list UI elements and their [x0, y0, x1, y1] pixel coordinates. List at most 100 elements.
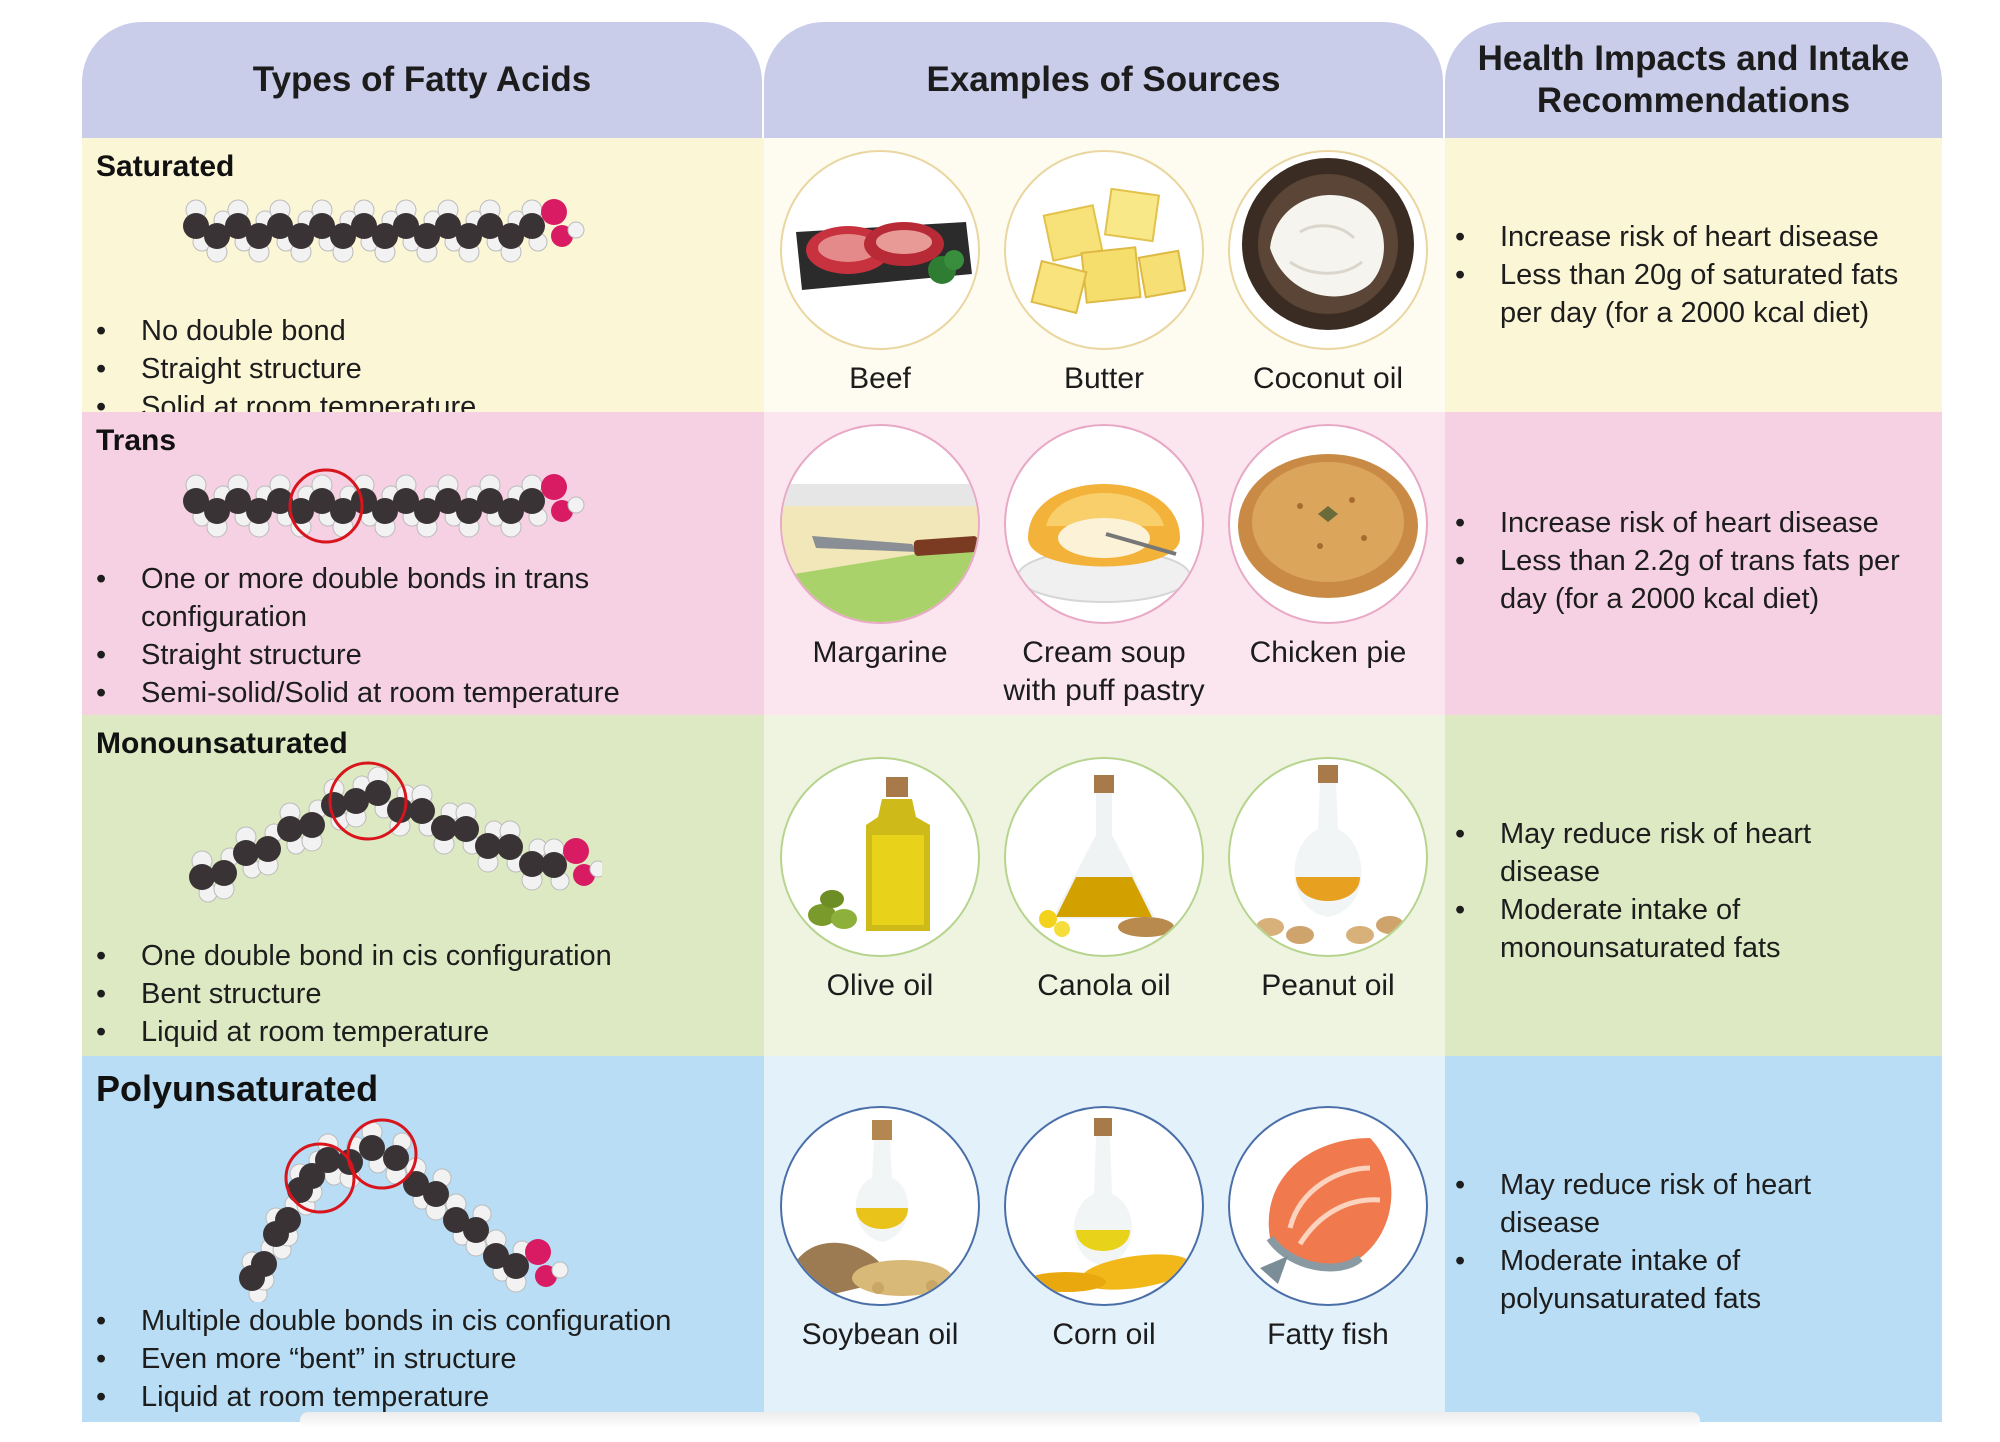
chicken-pie-icon	[1238, 454, 1418, 598]
row-title: Trans	[96, 424, 177, 457]
carbon-atom	[267, 213, 293, 239]
carbon-atom	[251, 1251, 277, 1277]
soybean-oil-icon	[792, 1120, 952, 1304]
carbon-atom	[498, 223, 524, 249]
list-item: Bent structure	[96, 975, 756, 1013]
list-item: Liquid at room temperature	[96, 1378, 756, 1416]
row-mono-health: May reduce risk of heart disease Moderat…	[1445, 715, 1942, 1056]
source-label: Fatty fish	[1267, 1318, 1389, 1351]
source-image	[780, 424, 980, 624]
double-bond-highlight	[346, 1118, 418, 1190]
source-image	[1228, 150, 1428, 350]
row-poly-sources: Soybean oil Corn oil	[764, 1056, 1445, 1422]
polyunsaturated-molecule	[239, 1118, 569, 1302]
row-poly-type: Polyunsaturated Multiple double bonds in…	[82, 1056, 764, 1422]
row-mono-sources: Olive oil Canola oil	[764, 715, 1445, 1056]
carbon-atom	[453, 816, 479, 842]
carbon-atom	[183, 213, 209, 239]
row-saturated-sources: Beef Butter	[764, 138, 1445, 412]
carbon-atom	[225, 213, 251, 239]
carbon-atom	[309, 213, 335, 239]
polyunsaturated-health-list: May reduce risk of heart disease Moderat…	[1455, 1166, 1835, 1318]
carbon-atom	[403, 1171, 429, 1197]
carbon-atom	[330, 223, 356, 249]
carbon-atom	[359, 1135, 385, 1161]
carbon-atom	[414, 223, 440, 249]
hydrogen-atom	[589, 860, 602, 878]
carbon-atom	[503, 1253, 529, 1279]
carbon-atom	[225, 488, 251, 514]
list-item: Moderate intake of polyunsaturated fats	[1455, 1242, 1835, 1318]
source-item: Fatty fish	[1221, 1106, 1435, 1354]
carbon-atom	[456, 223, 482, 249]
carbon-atom	[409, 798, 435, 824]
carbon-atom	[475, 833, 501, 859]
source-label: Canola oil	[1037, 969, 1171, 1002]
carbon-atom	[443, 1207, 469, 1233]
carbon-atom	[204, 498, 230, 524]
source-label: Chicken pie	[1249, 636, 1407, 669]
source-label: Margarine	[812, 636, 948, 669]
source-item: Coconut oil	[1221, 150, 1435, 398]
source-item: Chicken pie	[1221, 424, 1435, 672]
source-label: Peanut oil	[1261, 969, 1395, 1002]
list-item: Increase risk of heart disease	[1455, 218, 1925, 256]
carbon-atom	[497, 834, 523, 860]
carbon-atom	[189, 864, 215, 890]
carbon-atom	[299, 1163, 325, 1189]
source-image	[780, 1106, 980, 1306]
carbon-atom	[309, 488, 335, 514]
table-shadow	[300, 1412, 1700, 1428]
source-image	[1228, 757, 1428, 957]
source-item: Cream soup with puff pastry	[997, 424, 1211, 710]
monounsaturated-health-list: May reduce risk of heart disease Moderat…	[1455, 815, 1835, 967]
olive-oil-icon	[808, 777, 930, 931]
list-item: Even more “bent” in structure	[96, 1340, 756, 1378]
list-item: Solid at room temperature	[96, 388, 736, 412]
header-health-label: Health Impacts and Intake Recommendation…	[1477, 39, 1910, 120]
source-image	[1004, 757, 1204, 957]
list-item: No double bond	[96, 312, 736, 350]
peanut-oil-icon	[1256, 765, 1404, 944]
trans-health-list: Increase risk of heart disease Less than…	[1455, 504, 1925, 618]
carbon-atom	[477, 488, 503, 514]
source-item: Peanut oil	[1221, 757, 1435, 1005]
list-item: Straight structure	[96, 636, 756, 674]
source-label: Butter	[1063, 362, 1145, 395]
oxygen-atom	[573, 864, 595, 886]
carbon-atom	[321, 792, 347, 818]
oxygen-atom	[541, 199, 567, 225]
row-title: Monounsaturated	[96, 727, 348, 760]
header-health: Health Impacts and Intake Recommendation…	[1445, 22, 1942, 138]
carbon-atom	[351, 213, 377, 239]
row-trans-type: Trans One or more double bonds in trans …	[82, 412, 764, 715]
list-item: Liquid at room temperature	[96, 1013, 756, 1051]
carbon-atom	[435, 488, 461, 514]
saturated-health-list: Increase risk of heart disease Less than…	[1455, 218, 1925, 332]
row-trans-health: Increase risk of heart disease Less than…	[1445, 412, 1942, 715]
source-label: Beef	[849, 362, 911, 395]
carbon-atom	[423, 1181, 449, 1207]
carbon-atom	[456, 498, 482, 524]
coconut-oil-icon	[1242, 158, 1414, 330]
row-title: Polyunsaturated	[96, 1068, 379, 1109]
source-item: Butter	[997, 150, 1211, 398]
monounsaturated-properties: One double bond in cis configuration Ben…	[96, 937, 756, 1051]
double-bond-highlight	[288, 468, 364, 544]
source-image	[1004, 1106, 1204, 1306]
hydrogen-atom	[551, 1261, 569, 1279]
carbon-atom	[541, 852, 567, 878]
source-label: Corn oil	[1052, 1318, 1156, 1351]
list-item: One double bond in cis configuration	[96, 937, 756, 975]
source-image	[780, 757, 980, 957]
carbon-atom	[519, 851, 545, 877]
source-item: Beef	[773, 150, 987, 398]
trans-properties: One or more double bonds in trans config…	[96, 560, 756, 712]
oxygen-atom	[563, 838, 589, 864]
carbon-atom	[483, 1243, 509, 1269]
corn-oil-icon	[1026, 1118, 1192, 1292]
source-item: Soybean oil	[773, 1106, 987, 1354]
carbon-atom	[477, 213, 503, 239]
source-item: Olive oil	[773, 757, 987, 1005]
polyunsaturated-properties: Multiple double bonds in cis configurati…	[96, 1302, 756, 1416]
